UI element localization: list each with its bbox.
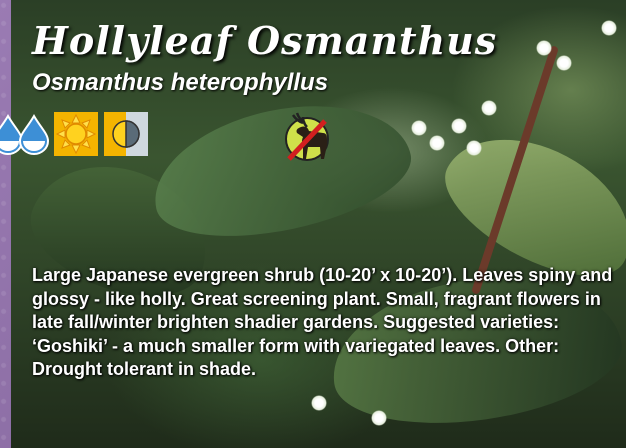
part-shade-icon [104,112,148,156]
flower-cluster [451,118,467,134]
flower-cluster [371,410,387,426]
flower-cluster [411,120,427,136]
flower-cluster [429,135,445,151]
flower-cluster [311,395,327,411]
plant-description: Large Japanese evergreen shrub (10-20’ x… [32,265,613,379]
water-drop-icon [0,114,24,155]
flower-cluster [601,20,617,36]
plant-scientific-name: Osmanthus heterophyllus [32,69,329,96]
flower-cluster [466,140,482,156]
plant-photo [11,0,626,448]
deer-resistant-icon [285,112,329,161]
flower-cluster [481,100,497,116]
plant-common-name: Hollyleaf Osmanthus [32,18,498,63]
leaf-shape [141,84,421,256]
full-sun-icon [54,112,98,156]
flower-cluster [556,55,572,71]
water-drop-icon [18,114,50,155]
flower-cluster [536,40,552,56]
